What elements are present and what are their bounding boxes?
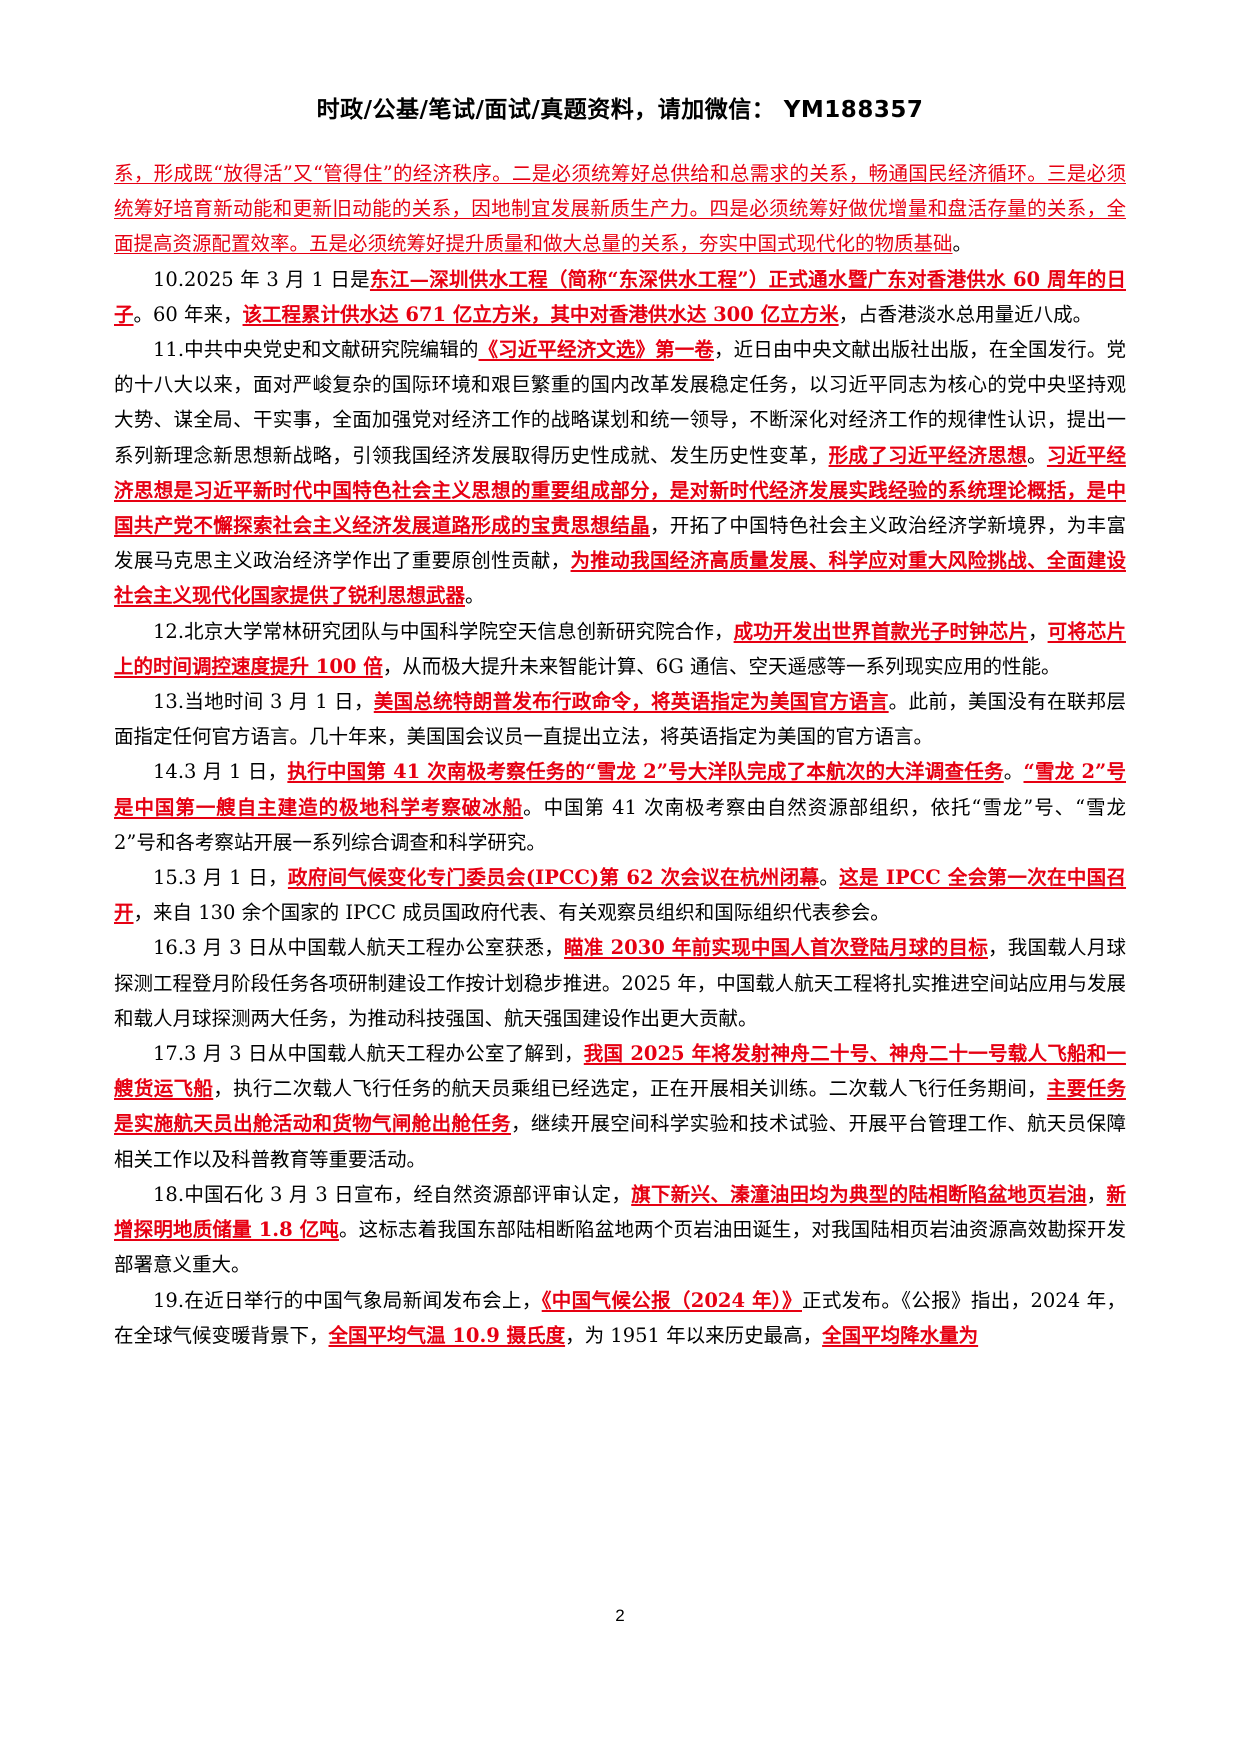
body-text: 18.中国石化 3 月 3 日宣布，经自然资源部评审认定， <box>153 1182 632 1206</box>
body-text: ，继续开展空间科学实验和技术试验、开展平台管理工作、航天员保障相关工作以及科普教… <box>114 1112 1126 1171</box>
body-text: ，执行二次载人飞行任务的航天员乘组已经选定，正在开展相关训练。二次载人飞行任务期… <box>213 1077 1047 1101</box>
highlighted-text: 形成了习近平经济思想 <box>828 443 1028 467</box>
paragraph: 12.北京大学常林研究团队与中国科学院空天信息创新研究院合作，成功开发出世界首款… <box>114 614 1126 684</box>
body-text: ， <box>1027 619 1048 643</box>
body-text: 。 <box>819 866 840 890</box>
paragraph: 19.在近日举行的中国气象局新闻发布会上，《中国气候公报（2024 年）》正式发… <box>114 1283 1126 1353</box>
paragraph: 系，形成既“放得活”又“管得住”的经济秩序。二是必须统筹好总供给和总需求的关系，… <box>114 156 1126 262</box>
highlighted-text: 我国 2025 年将发射神舟二十号、神舟二十一号载人飞船和一艘货运飞船 <box>114 1042 1127 1101</box>
highlighted-text: 为推动我国经济高质量发展、科学应对重大风险挑战、全面建设社会主义现代化国家提供了… <box>114 549 1126 608</box>
highlighted-text: 全国平均降水量为 <box>822 1323 979 1347</box>
body-text: ，为 1951 年以来历史最高， <box>565 1323 823 1347</box>
highlighted-text: 《中国气候公报（2024 年）》 <box>541 1288 802 1312</box>
body-text: ，占香港淡水总用量近八成。 <box>838 302 1093 326</box>
highlighted-text: 成功开发出世界首款光子时钟芯片 <box>733 619 1028 643</box>
body-text: 。60 年来， <box>133 302 243 326</box>
highlighted-text: 执行中国第 41 次南极考察任务的“雪龙 2”号大洋队完成了本航次的大洋调查任务 <box>287 760 1004 784</box>
body-text: 16.3 月 3 日从中国载人航天工程办公室获悉， <box>153 936 565 960</box>
highlighted-text: 主要任务是实施航天员出舱活动和货物气闸舱出舱任务 <box>114 1077 1126 1136</box>
highlighted-text: 全国平均气温 10.9 摄氏度 <box>328 1323 566 1347</box>
paragraph: 16.3 月 3 日从中国载人航天工程办公室获悉，瞄准 2030 年前实现中国人… <box>114 930 1126 1036</box>
body-text: 。这标志着我国东部陆相断陷盆地两个页岩油田诞生，对我国陆相页岩油资源高效勘探开发… <box>114 1218 1126 1277</box>
body-text: 13.当地时间 3 月 1 日， <box>153 690 374 714</box>
highlighted-text: 习近平经济思想是习近平新时代中国特色社会主义思想的重要组成部分，是对新时代经济发… <box>114 443 1126 538</box>
paragraph: 17.3 月 3 日从中国载人航天工程办公室了解到，我国 2025 年将发射神舟… <box>114 1036 1126 1177</box>
body-text: 11.中共中央党史和文献研究院编辑的 <box>153 338 479 362</box>
body-text: ，来自 130 余个国家的 IPCC 成员国政府代表、有关观察员组织和国际组织代… <box>133 901 890 925</box>
body-text: 。 <box>1003 760 1024 784</box>
body-text: ，开拓了中国特色社会主义政治经济学新境界，为丰富发展马克思主义政治经济学作出了重… <box>114 514 1126 573</box>
document-body: 系，形成既“放得活”又“管得住”的经济秩序。二是必须统筹好总供给和总需求的关系，… <box>114 156 1126 1353</box>
body-text: 10.2025 年 3 月 1 日是 <box>153 267 370 291</box>
highlighted-text: “雪龙 2”号是中国第一艘自主建造的极地科学考察破冰船 <box>114 760 1126 819</box>
paragraph: 13.当地时间 3 月 1 日，美国总统特朗普发布行政命令，将英语指定为美国官方… <box>114 684 1126 754</box>
body-text: ，从而极大提升未来智能计算、6G 通信、空天遥感等一系列现实应用的性能。 <box>382 654 1061 678</box>
page-header: 时政/公基/笔试/面试/真题资料，请加微信： YM188357 <box>316 97 924 123</box>
body-text: 14.3 月 1 日， <box>153 760 288 784</box>
paragraph: 11.中共中央党史和文献研究院编辑的《习近平经济文选》第一卷，近日由中央文献出版… <box>114 332 1126 614</box>
highlighted-text: 美国总统特朗普发布行政命令，将英语指定为美国官方语言 <box>373 690 889 714</box>
body-text: 。 <box>465 584 485 608</box>
paragraph: 14.3 月 1 日，执行中国第 41 次南极考察任务的“雪龙 2”号大洋队完成… <box>114 754 1126 860</box>
highlighted-text: 《习近平经济文选》第一卷 <box>478 338 715 362</box>
body-text: 19.在近日举行的中国气象局新闻发布会上， <box>153 1288 542 1312</box>
body-text: 正式发布。《公报》指出，2024 年，在全球气候变暖背景下， <box>114 1288 1127 1347</box>
body-text: 。此前，美国没有在联邦层面指定任何官方语言。几十年来，美国国会议员一直提出立法，… <box>114 690 1126 749</box>
body-text: 。 <box>952 232 973 256</box>
paragraph: 18.中国石化 3 月 3 日宣布，经自然资源部评审认定，旗下新兴、溱潼油田均为… <box>114 1177 1126 1283</box>
body-text: 。中国第 41 次南极考察由自然资源部组织，依托“雪龙”号、“雪龙 2”号和各考… <box>114 795 1126 854</box>
highlighted-text: 东江—深圳供水工程（简称“东深供水工程”）正式通水暨广东对香港供水 60 周年的… <box>114 267 1126 326</box>
highlighted-text: 瞄准 2030 年前实现中国人首次登陆月球的目标 <box>564 936 988 960</box>
body-text: 。 <box>1027 443 1047 467</box>
body-text: ， <box>1086 1182 1107 1206</box>
body-text: 17.3 月 3 日从中国载人航天工程办公室了解到， <box>153 1042 584 1066</box>
body-text: 15.3 月 1 日， <box>153 866 288 890</box>
page-number: 2 <box>615 1606 625 1625</box>
highlighted-text: 这是 IPCC 全会第一次在中国召开 <box>114 866 1127 925</box>
body-text: ，我国载人月球探测工程登月阶段任务各项研制建设工作按计划稳步推进。2025 年，… <box>114 936 1126 1030</box>
paragraph: 15.3 月 1 日，政府间气候变化专门委员会(IPCC)第 62 次会议在杭州… <box>114 860 1126 930</box>
highlighted-text: 该工程累计供水达 671 亿立方米，其中对香港供水达 300 亿立方米 <box>242 302 839 326</box>
highlighted-text: 政府间气候变化专门委员会(IPCC)第 62 次会议在杭州闭幕 <box>287 866 820 890</box>
body-text: ，近日由中央文献出版社出版，在全国发行。党的十八大以来，面对严峻复杂的国际环境和… <box>114 338 1126 467</box>
highlighted-text: 系，形成既“放得活”又“管得住”的经济秩序。二是必须统筹好总供给和总需求的关系，… <box>114 162 1126 256</box>
highlighted-text: 新增探明地质储量 1.8 亿吨 <box>114 1182 1126 1242</box>
paragraph: 10.2025 年 3 月 1 日是东江—深圳供水工程（简称“东深供水工程”）正… <box>114 262 1126 332</box>
highlighted-text: 旗下新兴、溱潼油田均为典型的陆相断陷盆地页岩油 <box>631 1182 1087 1206</box>
highlighted-text: 可将芯片上的时间调控速度提升 100 倍 <box>114 619 1126 678</box>
body-text: 12.北京大学常林研究团队与中国科学院空天信息创新研究院合作， <box>153 619 734 643</box>
